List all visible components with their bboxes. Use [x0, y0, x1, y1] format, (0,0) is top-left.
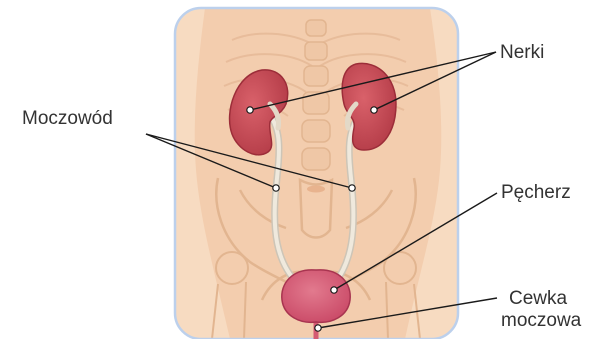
dot-urethra [315, 325, 321, 331]
dot-bladder [331, 287, 337, 293]
dot-kidney-right [371, 107, 377, 113]
label-bladder: Pęcherz [501, 182, 571, 204]
label-ureter: Moczowód [22, 108, 113, 130]
label-urethra-line2: moczowa [501, 310, 596, 332]
dot-ureter-left [273, 185, 279, 191]
label-urethra-line1: Cewka [501, 288, 596, 310]
dot-kidney-left [247, 107, 253, 113]
dot-ureter-right [349, 185, 355, 191]
label-urethra: Cewka moczowa [501, 288, 596, 332]
label-kidneys: Nerki [500, 42, 544, 64]
